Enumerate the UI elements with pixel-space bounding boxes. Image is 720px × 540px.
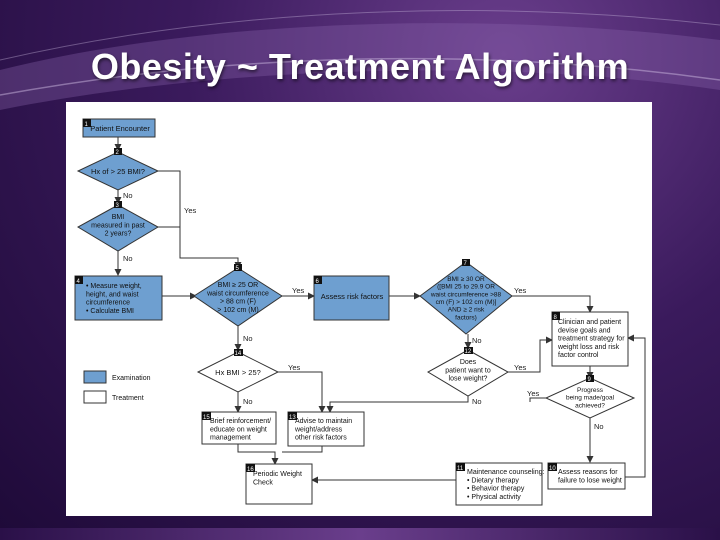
node-text: Hx of > 25 BMI? [91,167,145,176]
node-11-maintenance-counseling: 11 Maintenance counseling:• Dietary ther… [455,462,544,506]
node-number: 10 [549,466,556,472]
edge-label-yes: Yes [288,363,300,372]
legend-swatch-examination [83,370,107,384]
connectors [114,137,646,484]
node-14-hx-bmi25-decision: 14 Hx BMI > 25? [196,349,280,393]
edge-labels: Yes No No Yes No Yes No Yes No Yes No Ye… [123,191,604,431]
node-text: Patient Encounter [90,124,150,133]
node-number: 11 [457,466,464,472]
edge-label-yes: Yes [527,389,539,398]
node-number: 2 [116,150,120,156]
node-2-hx-bmi-decision: 2 Hx of > 25 BMI? [76,148,160,191]
node-1-patient-encounter: 1 Patient Encounter [82,118,156,138]
treatment-flowchart: Yes No No Yes No Yes No Yes No Yes No Ye… [74,118,646,506]
node-number: 12 [465,349,472,355]
node-15-brief-reinforcement: 15 Brief reinforcement/educate on weight… [201,411,277,445]
node-number: 7 [464,261,468,267]
slide-title: Obesity ~ Treatment Algorithm [90,46,630,87]
legend: Examination Treatment [83,370,151,404]
legend-swatch-treatment [83,390,107,404]
edge-label-yes: Yes [184,206,196,215]
node-number: 14 [235,351,242,357]
node-number: 15 [203,415,210,421]
edge-label-no: No [243,334,253,343]
edge-label-no: No [594,422,604,431]
legend-label-examination: Examination [112,375,151,382]
node-number: 8 [554,315,558,321]
node-number: 3 [116,203,120,209]
edge-label-no: No [243,397,253,406]
node-number: 1 [85,122,89,128]
node-number: 13 [289,415,296,421]
bottom-strip [0,528,720,540]
node-number: 5 [236,266,240,272]
node-number: 16 [247,467,254,473]
node-text: Assess risk factors [321,292,384,301]
edge-label-no: No [472,336,482,345]
edge-label-no: No [123,254,133,263]
node-6-assess-risk: 6 Assess risk factors [313,275,390,321]
node-text: Maintenance counseling:• Dietary therapy… [467,469,544,501]
edge-label-yes: Yes [292,286,304,295]
node-number: 9 [588,377,592,383]
legend-label-treatment: Treatment [112,395,144,402]
edge-label-yes: Yes [514,286,526,295]
algorithm-panel: Yes No No Yes No Yes No Yes No Yes No Ye… [66,102,652,516]
edge-label-yes: Yes [514,363,526,372]
node-text: Hx BMI > 25? [215,368,261,377]
edge-label-no: No [123,191,133,200]
edge-label-no: No [472,397,482,406]
node-number: 4 [77,279,81,285]
node-number: 6 [316,279,320,285]
